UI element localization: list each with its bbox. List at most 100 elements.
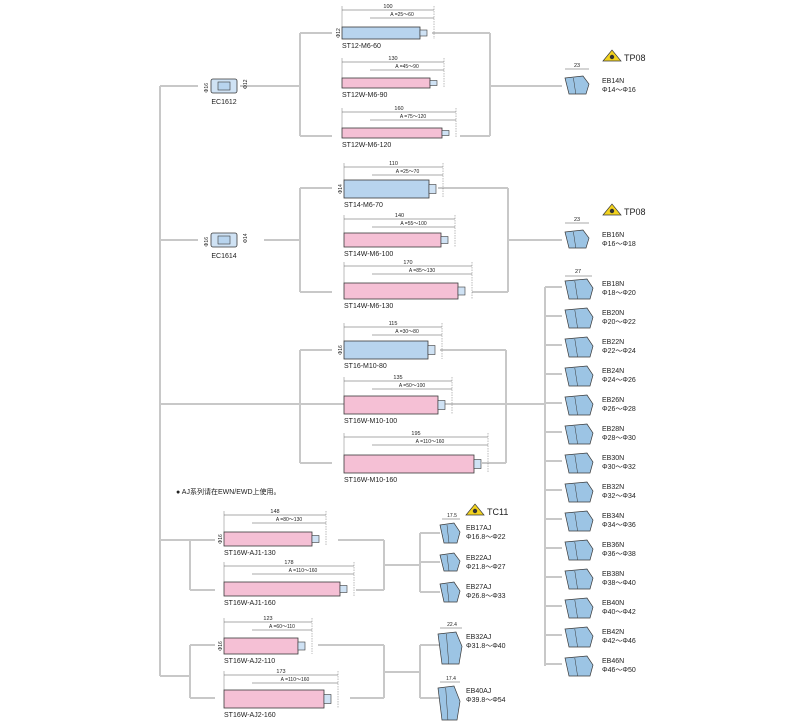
bar-label: ST12W-M6-90 <box>342 92 387 99</box>
holder-dim-left: Φ16 <box>204 237 210 247</box>
bar-body <box>341 26 421 40</box>
holder-label: EC1614 <box>211 253 236 260</box>
head-label: EB34N <box>602 513 624 520</box>
head-label: EB40AJ <box>466 688 491 695</box>
head-detail <box>574 367 578 387</box>
bar-tip <box>419 29 428 37</box>
badge-label: TP08 <box>624 53 646 63</box>
bar-label: ST14W-M6-130 <box>344 303 393 310</box>
bar-length: 195 <box>411 431 420 437</box>
head-shape <box>564 75 590 95</box>
head-range: Φ21.8〜Φ27 <box>466 564 506 571</box>
head-range: Φ18〜Φ20 <box>602 290 636 297</box>
bar-label: ST16-M10-80 <box>344 363 387 370</box>
head-detail <box>446 524 450 544</box>
bar-diameter: Φ16 <box>338 345 344 355</box>
head-label: EB22AJ <box>466 555 491 562</box>
bar-range: A =110〜160 <box>416 439 445 445</box>
aj-usage-note: ● AJ系列请在EWN/EWD上使用。 <box>176 487 281 496</box>
head-shape <box>437 631 463 665</box>
head-range: Φ26.8〜Φ33 <box>466 593 506 600</box>
head-shape <box>439 581 461 603</box>
bar-tip <box>473 459 482 469</box>
bar-range: A =45〜90 <box>395 64 419 70</box>
bar-range: A =80〜130 <box>276 517 302 523</box>
holder-collet <box>217 235 231 245</box>
head-range: Φ31.8〜Φ40 <box>466 643 506 650</box>
head-shape <box>437 685 461 721</box>
head-eb26n: EB26N Φ26〜Φ28 <box>564 394 636 416</box>
bar-range: A =75〜120 <box>400 114 426 120</box>
head-shape <box>564 481 594 503</box>
bar-body <box>341 77 431 89</box>
bar-tip <box>440 236 449 244</box>
head-label: EB20N <box>602 310 624 317</box>
head-label: EB24N <box>602 368 624 375</box>
bar-body <box>341 127 443 139</box>
head-range: Φ28〜Φ30 <box>602 435 636 442</box>
head-range: Φ16.8〜Φ22 <box>466 534 506 541</box>
head-label: EB28N <box>602 426 624 433</box>
head-shape <box>564 365 594 387</box>
head-range: Φ39.8〜Φ54 <box>466 697 506 704</box>
head-detail <box>573 231 577 249</box>
head-detail <box>574 425 578 445</box>
head-shape <box>564 394 594 416</box>
badge-tc11: TC11 <box>465 503 508 517</box>
head-range: Φ42〜Φ46 <box>602 638 636 645</box>
head-detail <box>574 657 578 677</box>
head-range: Φ36〜Φ38 <box>602 551 636 558</box>
bar-range: A =30〜80 <box>395 329 419 335</box>
head-shape <box>564 539 594 561</box>
bar-tip <box>427 345 436 355</box>
bar-length: 178 <box>284 560 293 566</box>
bar-range: A =25〜70 <box>396 169 420 175</box>
head-range: Φ26〜Φ28 <box>602 406 636 413</box>
head-eb28n: EB28N Φ28〜Φ30 <box>564 423 636 445</box>
head-range: Φ34〜Φ36 <box>602 522 636 529</box>
head-range: Φ46〜Φ50 <box>602 667 636 674</box>
holder-label: EC1612 <box>211 99 236 106</box>
bar-tip <box>441 130 450 136</box>
bar-length: 173 <box>276 669 285 675</box>
head-shape <box>564 568 594 590</box>
head-range: Φ32〜Φ34 <box>602 493 636 500</box>
head-detail <box>574 454 578 474</box>
bar-tip <box>311 535 320 543</box>
bar-body <box>223 581 341 597</box>
bar-tip <box>429 80 438 86</box>
bar-body <box>343 179 430 199</box>
head-detail <box>574 338 578 358</box>
head-label: EB26N <box>602 397 624 404</box>
head-range: Φ40〜Φ42 <box>602 609 636 616</box>
head-label: EB40N <box>602 600 624 607</box>
bar-tip <box>457 286 466 296</box>
head-range: Φ38〜Φ40 <box>602 580 636 587</box>
bar-tip <box>297 641 306 651</box>
head-shape <box>564 229 590 249</box>
bar-label: ST16W-M10-160 <box>344 477 397 484</box>
bar-body <box>223 637 299 655</box>
bar-range: A =110〜160 <box>289 568 318 574</box>
head-shape <box>564 423 594 445</box>
bar-label: ST12-M6-60 <box>342 43 381 50</box>
head-label: EB22N <box>602 339 624 346</box>
bar-label: ST16W-AJ1-130 <box>224 550 276 557</box>
head-detail <box>574 512 578 532</box>
